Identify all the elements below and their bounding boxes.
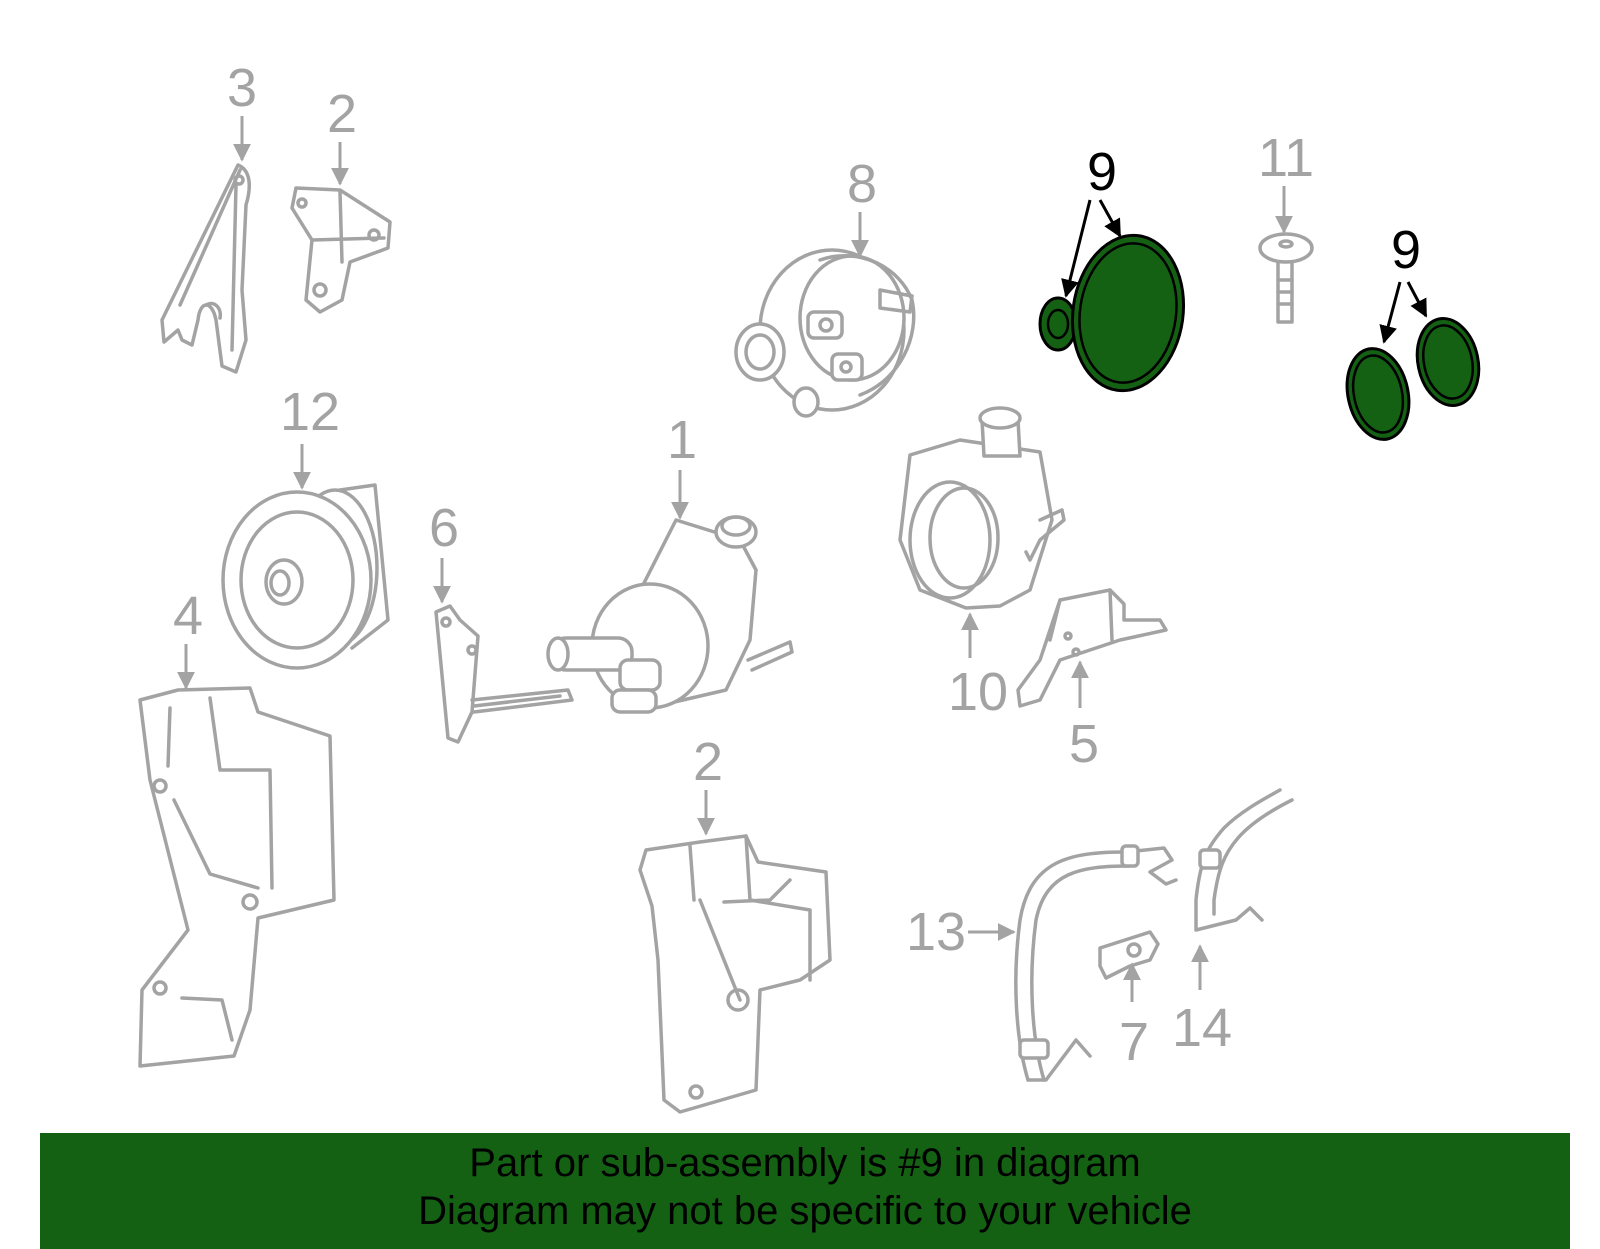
part-9-large-seal — [1070, 233, 1186, 393]
banner-line-2: Diagram may not be specific to your vehi… — [418, 1189, 1192, 1233]
part-9-oring-right — [1415, 317, 1481, 407]
callout-4: 4 — [173, 586, 203, 646]
part-7-clip — [1098, 930, 1160, 980]
callout-7: 7 — [1119, 1012, 1149, 1072]
banner-line-1: Part or sub-assembly is #9 in diagram — [469, 1141, 1141, 1185]
callout-13: 13 — [906, 902, 966, 962]
callout-9-left: 9 — [1087, 142, 1117, 202]
part-14-line — [1194, 788, 1294, 932]
part-8-pump-body — [734, 248, 916, 418]
info-banner: Part or sub-assembly is #9 in diagram Di… — [40, 1133, 1570, 1249]
part-9-small-seal — [1038, 296, 1078, 352]
callout-10: 10 — [948, 662, 1008, 722]
callout-2-bottom: 2 — [693, 732, 723, 792]
part-2-top-bracket — [290, 186, 392, 314]
part-4-large-bracket — [138, 686, 336, 1068]
callout-9-right: 9 — [1391, 220, 1421, 280]
callout-arrows — [177, 116, 1428, 1002]
callout-14: 14 — [1172, 998, 1232, 1058]
part-10-reservoir — [898, 406, 1066, 610]
callout-12: 12 — [280, 382, 340, 442]
part-1-pump-assembly — [546, 515, 794, 714]
callout-6: 6 — [429, 498, 459, 558]
callout-2-top: 2 — [327, 84, 357, 144]
part-5-bracket — [1016, 588, 1168, 708]
callout-5: 5 — [1069, 714, 1099, 774]
callout-11: 11 — [1258, 128, 1314, 188]
callout-8: 8 — [847, 154, 877, 214]
part-6-bracket — [434, 604, 574, 744]
callout-1: 1 — [667, 410, 697, 470]
part-3-bracket — [160, 163, 252, 374]
part-13-hose — [1014, 844, 1178, 1082]
part-9-oring-left — [1345, 347, 1411, 441]
part-2-bottom-bracket — [638, 834, 832, 1114]
part-11-bolt — [1258, 232, 1314, 324]
part-12-pulley — [221, 483, 390, 670]
callout-3: 3 — [227, 58, 257, 118]
